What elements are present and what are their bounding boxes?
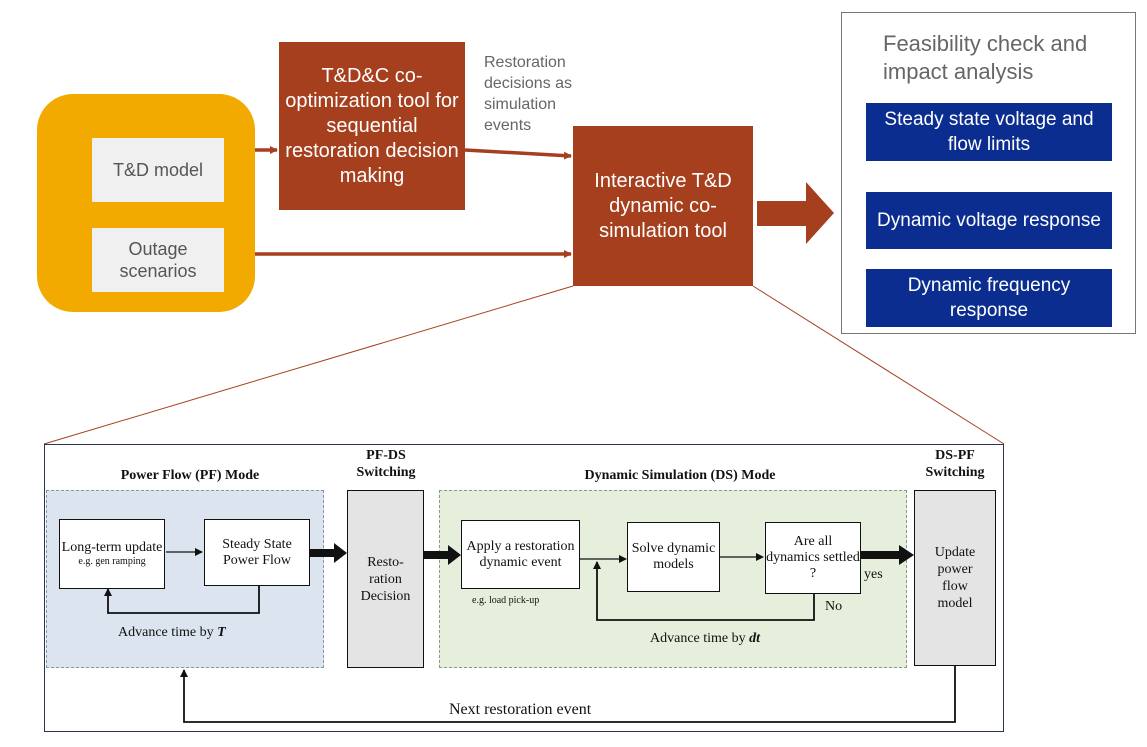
long-term-update-note: e.g. gen ramping [78,556,146,567]
advance-time-dt-label: Advance time by dt [650,630,760,647]
advance-time-T-text: Advance time by [118,625,214,640]
apply-event-note: e.g. load pick-up [472,595,540,606]
thick-arrow-steady-to-resto-top [310,543,347,563]
optimization-tool-box: T&D&C co-optimization tool for sequentia… [279,42,465,210]
solve-dynamic-models-box: Solve dynamic models [627,522,720,592]
advance-time-T-var: T [217,625,226,640]
advance-time-dt-var: dt [749,631,761,646]
thick-arrow-resto-to-apply-top [424,545,461,565]
steady-state-power-flow-label: Steady State Power Flow [222,536,292,568]
long-term-update-box: Long-term update e.g. gen ramping [59,519,165,589]
dynamic-voltage-box: Dynamic voltage response [866,192,1112,249]
restoration-decisions-note: Restoration decisions as simulation even… [484,54,573,134]
steady-state-power-flow-box: Steady State Power Flow [204,519,310,586]
arrow-cosim-to-feasibility [757,182,834,244]
loop-advance-T-top [104,586,260,614]
feasibility-title: Feasibility check and impact analysis [883,31,1088,84]
restoration-decision-box: Resto-ration Decision [347,490,424,668]
yes-label: yes [864,567,883,582]
pf-ds-switching-title: PF-DS Switching [356,448,416,480]
apply-restoration-event-label: Apply a restoration dynamic event [466,538,575,570]
steady-state-limits-box: Steady state voltage and flow limits [866,103,1112,161]
advance-time-dt-text: Advance time by [650,631,746,646]
thick-arrow-settled-to-update-top [861,545,914,565]
pf-mode-title: Power Flow (PF) Mode [120,468,260,483]
next-restoration-event-label: Next restoration event [449,701,592,718]
long-term-update-label: Long-term update [61,540,163,555]
arrow-optimization-to-cosim [464,148,572,160]
zoom-line-right [752,285,1005,445]
solve-dynamic-models-label: Solve dynamic models [631,541,716,572]
apply-restoration-event-box: Apply a restoration dynamic event [461,520,580,589]
no-label: No [825,599,843,614]
dynamic-frequency-box: Dynamic frequency response [866,269,1112,327]
outage-scenarios-document: Outage scenarios [92,228,224,292]
td-model-document: T&D model [92,138,224,202]
zoom-line-left [43,285,574,445]
update-power-flow-model-box: Update power flow model [914,490,996,666]
cosimulation-tool-box: Interactive T&D dynamic co-simulation to… [573,126,753,286]
ds-pf-switching-title: DS-PF Switching [925,448,985,480]
dynamics-settled-box: Are all dynamics settled ? [765,522,861,594]
dynamics-settled-label: Are all dynamics settled ? [766,534,860,581]
loop-next-restoration-event-top [180,666,956,723]
advance-time-T-label: Advance time by T [118,624,226,641]
loop-advance-dt-top [593,561,815,621]
ds-mode-title: Dynamic Simulation (DS) Mode [584,468,776,483]
